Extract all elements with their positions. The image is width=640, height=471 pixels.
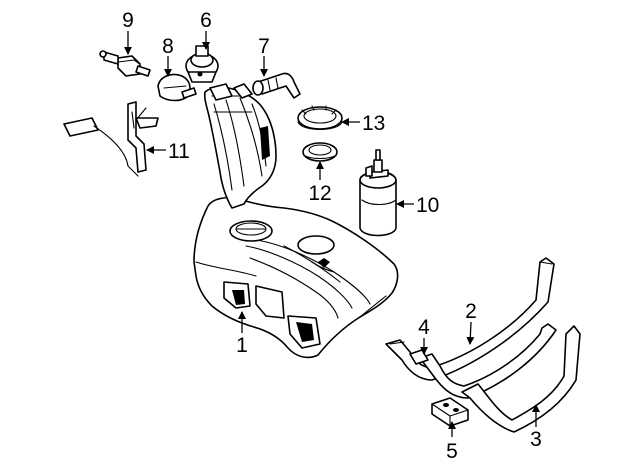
sender-bracket-part xyxy=(63,101,159,177)
connector-part xyxy=(252,72,301,99)
callout-3: 3 xyxy=(530,428,542,451)
callout-4: 4 xyxy=(418,316,430,339)
leader-2 xyxy=(466,321,475,345)
tank-strap-part xyxy=(419,323,581,433)
callout-11: 11 xyxy=(168,140,190,163)
filler-neck-part xyxy=(203,83,277,209)
callout-6: 6 xyxy=(200,9,212,32)
block-part xyxy=(431,397,469,427)
tank-strap-part xyxy=(385,257,555,381)
fuel-pump-part xyxy=(359,149,397,237)
callout-13: 13 xyxy=(362,112,385,135)
leader-lines xyxy=(124,31,540,437)
callout-10: 10 xyxy=(416,194,439,217)
callout-2: 2 xyxy=(465,300,477,323)
callout-labels: 1 2 3 4 5 6 7 8 9 10 11 12 13 xyxy=(122,9,542,463)
lock-ring-part xyxy=(297,105,343,131)
callout-9: 9 xyxy=(122,9,134,32)
callout-1: 1 xyxy=(236,334,248,357)
callout-5: 5 xyxy=(446,440,458,463)
sensor-part xyxy=(99,50,151,77)
seal-ring-part xyxy=(302,142,338,162)
callout-7: 7 xyxy=(258,35,270,58)
callout-12: 12 xyxy=(308,182,331,205)
callout-8: 8 xyxy=(162,35,174,58)
valve-part xyxy=(185,45,219,83)
